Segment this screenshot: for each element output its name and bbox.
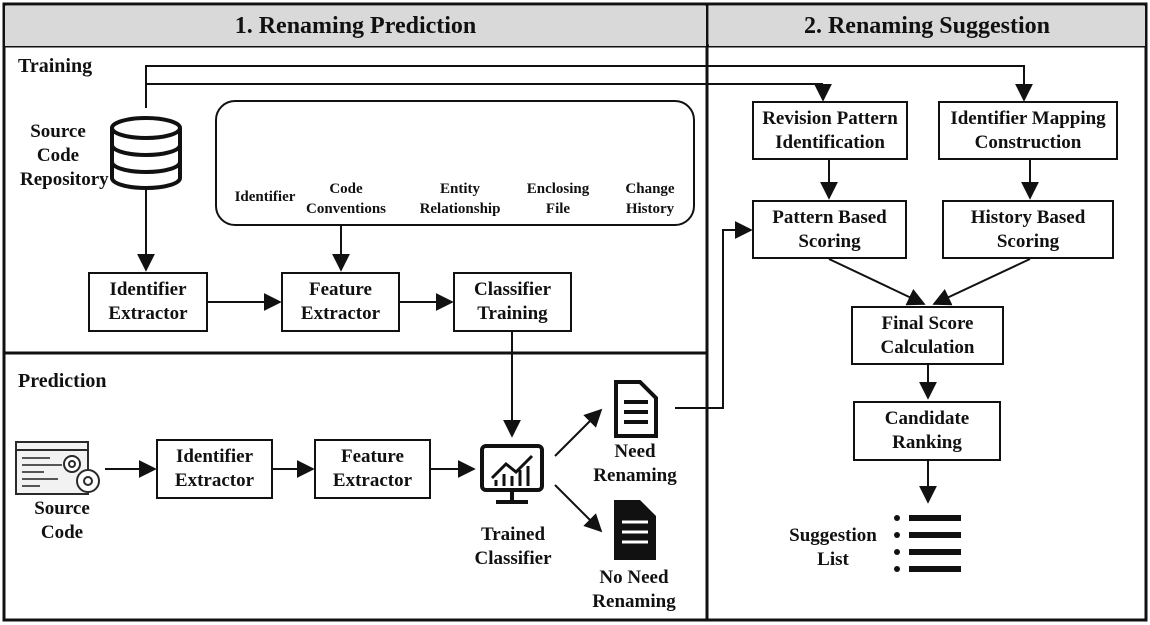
database-icon	[110, 116, 182, 190]
classifier-training-box: Classifier Training	[453, 272, 572, 332]
feature-sources-panel	[215, 100, 695, 226]
identifier-mapping-construction-box: Identifier Mapping Construction	[938, 101, 1118, 160]
source-code-icon	[15, 441, 100, 495]
training-feature-extractor-box: Feature Extractor	[281, 272, 400, 332]
prediction-label: Prediction	[18, 370, 107, 392]
feature-code-conventions-label: Code Conventions	[305, 181, 387, 217]
feature-enclosing-file-label: Enclosing File	[526, 181, 590, 217]
training-identifier-extractor-box: Identifier Extractor	[88, 272, 208, 332]
no-need-renaming-label: No Need Renaming	[592, 567, 676, 612]
prediction-identifier-extractor-box: Identifier Extractor	[156, 439, 273, 499]
source-code-repository-label: Source Code Repository	[20, 121, 109, 190]
no-need-renaming-icon	[614, 500, 656, 560]
source-code-label: Source Code	[34, 498, 90, 543]
need-renaming-icon	[614, 380, 658, 438]
need-renaming-to-pattern-arrow	[675, 221, 753, 409]
feature-entity-relationship-label: Entity Relationship	[419, 181, 501, 217]
suggestion-list-label: Suggestion List	[789, 525, 877, 570]
suggestion-list-icon	[894, 515, 961, 572]
feature-change-history-label: Change History	[625, 181, 675, 217]
candidate-ranking-box: Candidate Ranking	[853, 401, 1001, 461]
header-renaming-suggestion: 2. Renaming Suggestion	[709, 6, 1145, 46]
feature-identifier-label: Identifier	[234, 189, 296, 205]
header-renaming-prediction: 1. Renaming Prediction	[5, 6, 706, 46]
prediction-feature-extractor-box: Feature Extractor	[314, 439, 431, 499]
trained-classifier-icon	[480, 444, 544, 504]
revision-pattern-identification-box: Revision Pattern Identification	[752, 101, 908, 160]
training-label: Training	[18, 55, 93, 77]
history-based-scoring-box: History Based Scoring	[942, 200, 1114, 259]
trained-classifier-label: Trained Classifier	[474, 524, 552, 569]
final-score-calculation-box: Final Score Calculation	[851, 306, 1004, 365]
repo-to-suggestion-line	[145, 65, 1033, 108]
pattern-based-scoring-box: Pattern Based Scoring	[752, 200, 907, 259]
need-renaming-label: Need Renaming	[593, 441, 677, 486]
